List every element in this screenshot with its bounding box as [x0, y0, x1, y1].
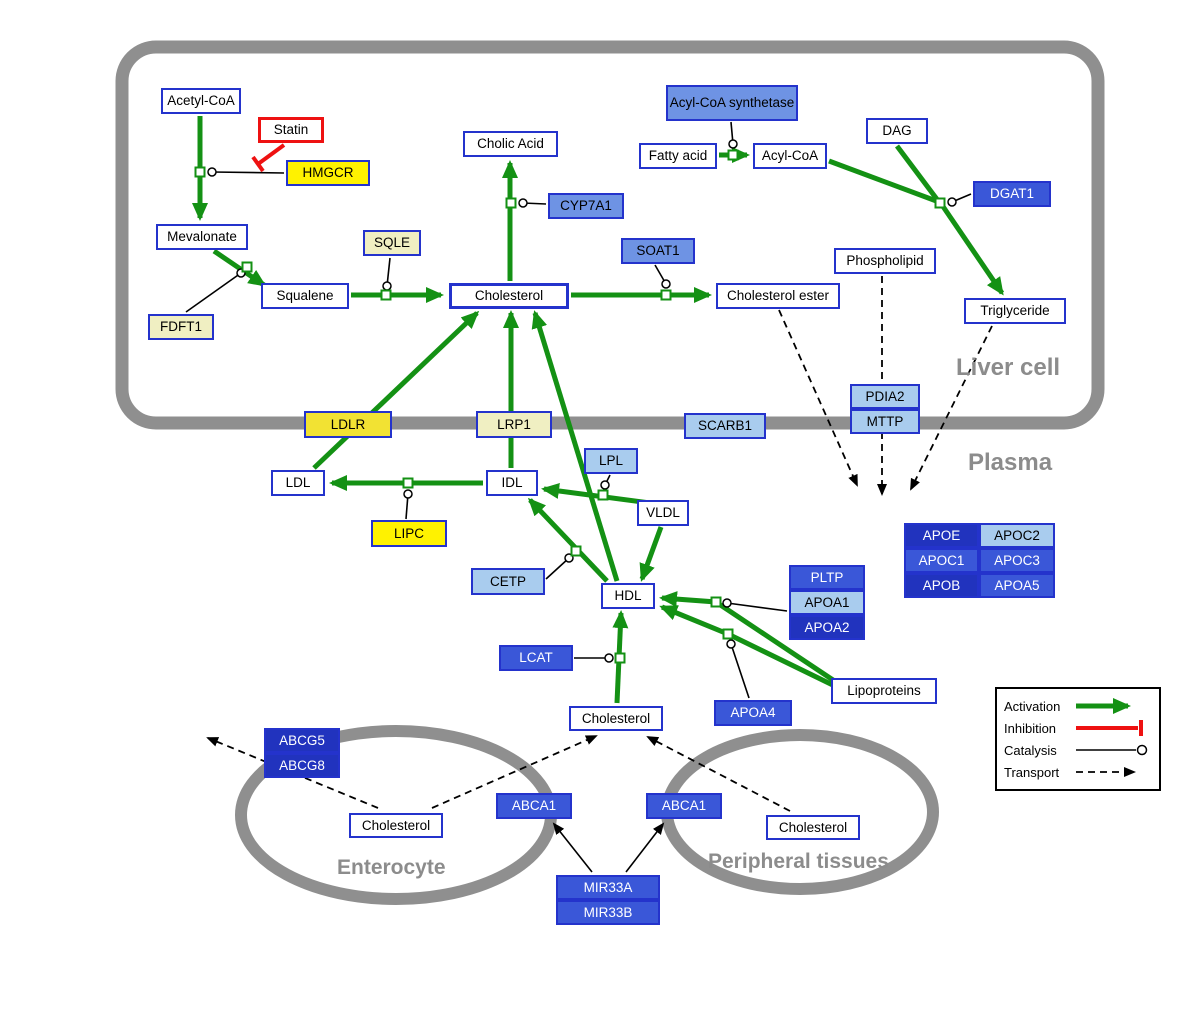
node-vldl[interactable]: VLDL [637, 500, 689, 526]
edge-vldl-hdl [639, 526, 664, 582]
edge-hdl-idl-cetp [527, 497, 609, 583]
node-acyl-coa-synthetase[interactable]: Acyl-CoA synthetase [666, 85, 798, 121]
node-mir33a[interactable]: MIR33A [556, 875, 660, 900]
trans-abca1-peripheral [646, 736, 791, 812]
edge-mevalonate-squalene [212, 248, 267, 288]
catalysis-circles [207, 139, 957, 663]
legend-catalysis-circle [1136, 744, 1148, 756]
legend-activation-label: Activation [1004, 699, 1061, 714]
node-abca1-left[interactable]: ABCA1 [496, 793, 572, 819]
cat-fdft1 [185, 272, 242, 313]
node-lpl[interactable]: LPL [584, 448, 638, 474]
cat-hmgcr [211, 171, 285, 174]
node-mevalonate[interactable]: Mevalonate [156, 224, 248, 250]
node-apoc3[interactable]: APOC3 [979, 548, 1055, 573]
regulation-edges [552, 822, 665, 873]
legend-transport-label: Transport [1004, 765, 1060, 780]
node-ldlr[interactable]: LDLR [304, 411, 392, 438]
node-soat1[interactable]: SOAT1 [621, 238, 695, 264]
node-hmgcr[interactable]: HMGCR [286, 160, 370, 186]
node-lipc[interactable]: LIPC [371, 520, 447, 547]
node-idl[interactable]: IDL [486, 470, 538, 496]
cat-apoa4 [730, 643, 750, 699]
edge-mir33-abca1-left [552, 822, 593, 873]
node-cholic-acid[interactable]: Cholic Acid [463, 131, 558, 157]
node-triglyceride[interactable]: Triglyceride [964, 298, 1066, 324]
node-apoa5[interactable]: APOA5 [979, 573, 1055, 598]
legend-inhibition-label: Inhibition [1004, 721, 1057, 736]
node-lrp1[interactable]: LRP1 [476, 411, 552, 438]
legend-symbols [1076, 698, 1148, 777]
edge-hdl-cholesterol [531, 310, 620, 582]
node-abcg5[interactable]: ABCG5 [264, 728, 340, 753]
node-hdl[interactable]: HDL [601, 583, 655, 609]
node-apoa2[interactable]: APOA2 [789, 615, 865, 640]
node-abca1-right[interactable]: ABCA1 [646, 793, 722, 819]
edge-ldl-cholesterol [312, 310, 480, 470]
node-cholesterol-enterocyte[interactable]: Cholesterol [349, 813, 443, 838]
edge-mir33-abca1-right [625, 822, 665, 873]
node-acyl-coa[interactable]: Acyl-CoA [753, 143, 827, 169]
node-phospholipid[interactable]: Phospholipid [834, 248, 936, 274]
edge-acylcoa-dgatnode [828, 158, 940, 205]
node-cholesterol-liver[interactable]: Cholesterol [449, 283, 569, 309]
node-sqle[interactable]: SQLE [363, 230, 421, 256]
inhibition-edge-statin [251, 143, 286, 173]
node-scarb1[interactable]: SCARB1 [684, 413, 766, 439]
node-ldl[interactable]: LDL [271, 470, 325, 496]
trans-abcg58-efflux [206, 737, 379, 809]
edge-dag-dgatnode [895, 144, 941, 204]
liver-cell-membrane [115, 40, 1105, 430]
edge-vldl-idl [541, 483, 651, 506]
node-statin[interactable]: Statin [258, 117, 324, 143]
node-fatty-acid[interactable]: Fatty acid [639, 143, 717, 169]
node-pdia2[interactable]: PDIA2 [850, 384, 920, 409]
liver-cell-label: Liver cell [956, 354, 1061, 381]
node-lcat[interactable]: LCAT [499, 645, 573, 671]
node-apoe[interactable]: APOE [904, 523, 979, 548]
node-cholesterol-ester[interactable]: Cholesterol ester [716, 283, 840, 309]
node-apob[interactable]: APOB [904, 573, 979, 598]
cat-apoa1-apoa2 [726, 602, 788, 612]
node-acetyl-coa[interactable]: Acetyl-CoA [161, 88, 241, 114]
node-lipoproteins[interactable]: Lipoproteins [831, 678, 937, 704]
node-cetp[interactable]: CETP [471, 568, 545, 595]
trans-cholesterolester-plasma [778, 309, 858, 487]
node-pltp[interactable]: PLTP [789, 565, 865, 590]
cat-cetp [545, 557, 570, 580]
trans-abca1-enterocyte [431, 735, 598, 809]
node-apoc1[interactable]: APOC1 [904, 548, 979, 573]
node-dag[interactable]: DAG [866, 118, 928, 144]
node-dgat1[interactable]: DGAT1 [973, 181, 1051, 207]
trans-triglyceride-plasma [910, 325, 993, 491]
node-squalene[interactable]: Squalene [261, 283, 349, 309]
peripheral-tissues-label: Peripheral tissues [708, 850, 889, 873]
node-cyp7a1[interactable]: CYP7A1 [548, 193, 624, 219]
edge-dgatnode-triglyceride [939, 203, 1005, 296]
node-cholesterol-plasma[interactable]: Cholesterol [569, 706, 663, 731]
node-apoc2[interactable]: APOC2 [979, 523, 1055, 548]
node-cholesterol-peripheral[interactable]: Cholesterol [766, 815, 860, 840]
plasma-label: Plasma [968, 449, 1053, 476]
legend-catalysis-label: Catalysis [1004, 743, 1057, 758]
node-apoa1[interactable]: APOA1 [789, 590, 865, 615]
node-mir33b[interactable]: MIR33B [556, 900, 660, 925]
enterocyte-label: Enterocyte [337, 856, 446, 879]
node-abcg8[interactable]: ABCG8 [264, 753, 340, 778]
node-fdft1[interactable]: FDFT1 [148, 314, 214, 340]
reaction-nodes [194, 149, 946, 664]
catalysis-edges [185, 121, 972, 699]
node-apoa4[interactable]: APOA4 [714, 700, 792, 726]
node-mttp[interactable]: MTTP [850, 409, 920, 434]
